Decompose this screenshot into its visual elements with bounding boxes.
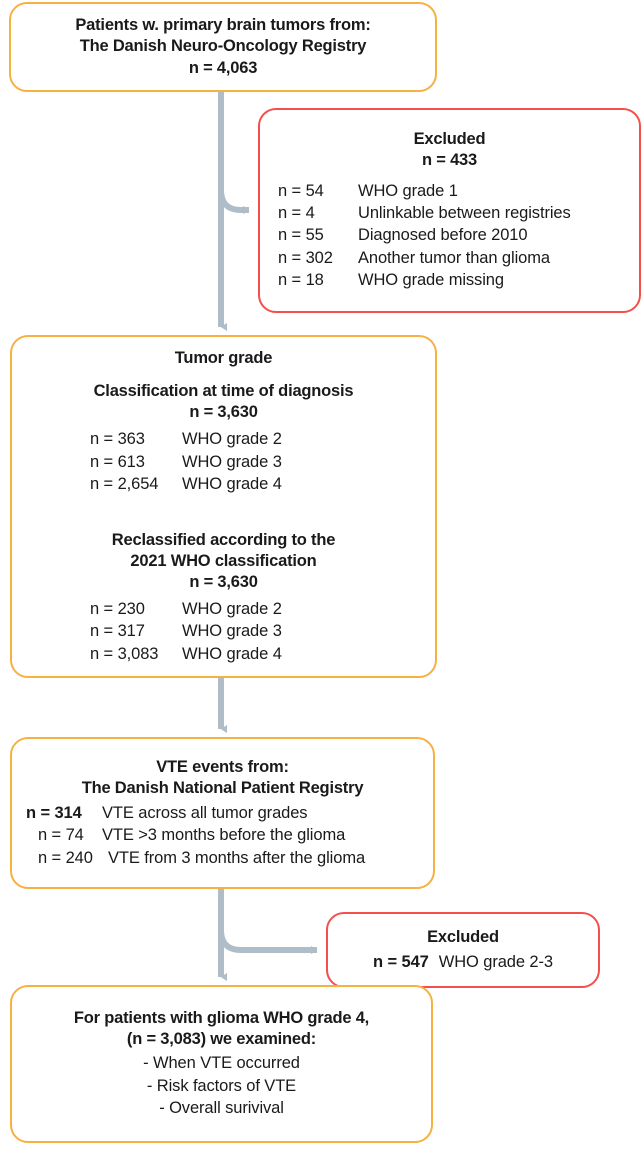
grade-label: WHO grade 4 [182, 475, 282, 494]
vte-label: VTE from 3 months after the glioma [108, 848, 366, 867]
reason-count: n = 4 [278, 203, 315, 222]
reason-count: n = 302 [278, 248, 333, 267]
grade-label: WHO grade 2 [182, 599, 282, 618]
reason-label: Another tumor than glioma [358, 248, 550, 267]
list-item: - Overall surivival [159, 1099, 284, 1118]
list-item: n = 363 WHO grade 2 [24, 428, 423, 450]
reason-label: WHO grade 2-3 [438, 952, 553, 971]
classification-rows: n = 363 WHO grade 2 n = 613 WHO grade 3 … [24, 428, 423, 495]
grade-label: WHO grade 4 [182, 644, 282, 663]
grade-reclassified-section: Reclassified according to the 2021 WHO c… [24, 530, 423, 666]
node-final-analysis: For patients with glioma WHO grade 4, (n… [10, 985, 433, 1143]
node-tumor-grade: Tumor grade Classification at time of di… [10, 335, 437, 678]
grade-label: WHO grade 3 [182, 452, 282, 471]
list-item: n = 2,654 WHO grade 4 [24, 473, 423, 495]
connector-vte-to-excluded [218, 929, 318, 955]
list-item: - When VTE occurred [143, 1053, 300, 1072]
list-item: n = 54 WHO grade 1 [278, 180, 625, 202]
inner-arrow-down-icon [24, 496, 423, 530]
vte-count: n = 314 [26, 803, 82, 822]
vte-label: VTE >3 months before the glioma [102, 826, 346, 845]
list-item: n = 55 Diagnosed before 2010 [278, 224, 625, 246]
vte-count: n = 240 [38, 848, 93, 867]
list-item: n = 302 Another tumor than glioma [278, 247, 625, 269]
grade-title: Tumor grade [174, 348, 273, 367]
reclassified-rows: n = 230 WHO grade 2 n = 317 WHO grade 3 … [24, 598, 423, 665]
grade-label: WHO grade 2 [182, 430, 282, 449]
grade-count: n = 363 [90, 430, 145, 449]
grade-label: WHO grade 3 [182, 622, 282, 641]
reason-label: Diagnosed before 2010 [358, 226, 528, 245]
reason-count: n = 18 [278, 271, 324, 290]
list-item: n = 613 WHO grade 3 [24, 451, 423, 473]
list-item: n = 230 WHO grade 2 [24, 598, 423, 620]
source-line-1: Patients w. primary brain tumors from: [75, 16, 371, 35]
classification-heading: Classification at time of diagnosis [93, 381, 354, 400]
node-source-cohort: Patients w. primary brain tumors from: T… [9, 2, 437, 92]
excluded-first-reasons: n = 54 WHO grade 1 n = 4 Unlinkable betw… [278, 180, 625, 292]
reclassified-total: n = 3,630 [189, 572, 258, 591]
list-item: n = 18 WHO grade missing [278, 269, 625, 291]
node-vte-events: VTE events from: The Danish National Pat… [10, 737, 435, 889]
final-bullets: - When VTE occurred - Risk factors of VT… [22, 1052, 421, 1120]
connector-source-to-excluded [218, 189, 250, 215]
list-item: n = 547 WHO grade 2-3 [338, 951, 588, 973]
grade-count: n = 613 [90, 452, 145, 471]
list-item: n = 4 Unlinkable between registries [278, 202, 625, 224]
list-item: n = 74 VTE >3 months before the glioma [20, 824, 425, 846]
list-item: n = 3,083 WHO grade 4 [24, 643, 423, 665]
classification-total: n = 3,630 [189, 403, 258, 422]
vte-heading-line-2: The Danish National Patient Registry [81, 778, 364, 797]
reason-count: n = 547 [373, 952, 429, 971]
vte-heading-line-1: VTE events from: [156, 757, 289, 776]
reason-count: n = 55 [278, 226, 324, 245]
final-heading-line-1: For patients with glioma WHO grade 4, [73, 1008, 370, 1027]
vte-label: VTE across all tumor grades [102, 803, 308, 822]
reason-label: Unlinkable between registries [358, 203, 571, 222]
reason-label: WHO grade 1 [358, 181, 458, 200]
grade-count: n = 317 [90, 622, 145, 641]
list-item: - Risk factors of VTE [146, 1076, 297, 1095]
node-excluded-second: Excluded n = 547 WHO grade 2-3 [326, 912, 600, 988]
grade-count: n = 230 [90, 599, 145, 618]
node-excluded-first: Excluded n = 433 n = 54 WHO grade 1 n = … [258, 108, 641, 313]
grade-count: n = 2,654 [90, 475, 159, 494]
list-item: n = 240 VTE from 3 months after the glio… [20, 847, 425, 869]
grade-count: n = 3,083 [90, 644, 159, 663]
source-line-2: The Danish Neuro-Oncology Registry [79, 37, 367, 56]
reason-label: WHO grade missing [358, 271, 504, 290]
final-heading-line-2: (n = 3,083) we examined: [126, 1029, 317, 1048]
reclassified-heading-line-2: 2021 WHO classification [130, 551, 317, 570]
grade-classification-section: Classification at time of diagnosis n = … [24, 381, 423, 496]
excluded-second-title: Excluded [427, 927, 499, 946]
reason-count: n = 54 [278, 181, 324, 200]
excluded-second-reasons: n = 547 WHO grade 2-3 [338, 951, 588, 973]
list-item: n = 317 WHO grade 3 [24, 620, 423, 642]
excluded-first-total: n = 433 [421, 151, 477, 170]
vte-count: n = 74 [38, 826, 84, 845]
source-count: n = 4,063 [188, 58, 258, 77]
reclassified-heading-line-1: Reclassified according to the [111, 530, 336, 549]
vte-rows: n = 314 VTE across all tumor grades n = … [20, 802, 425, 869]
excluded-first-title: Excluded [413, 130, 486, 149]
list-item: n = 314 VTE across all tumor grades [20, 802, 425, 824]
